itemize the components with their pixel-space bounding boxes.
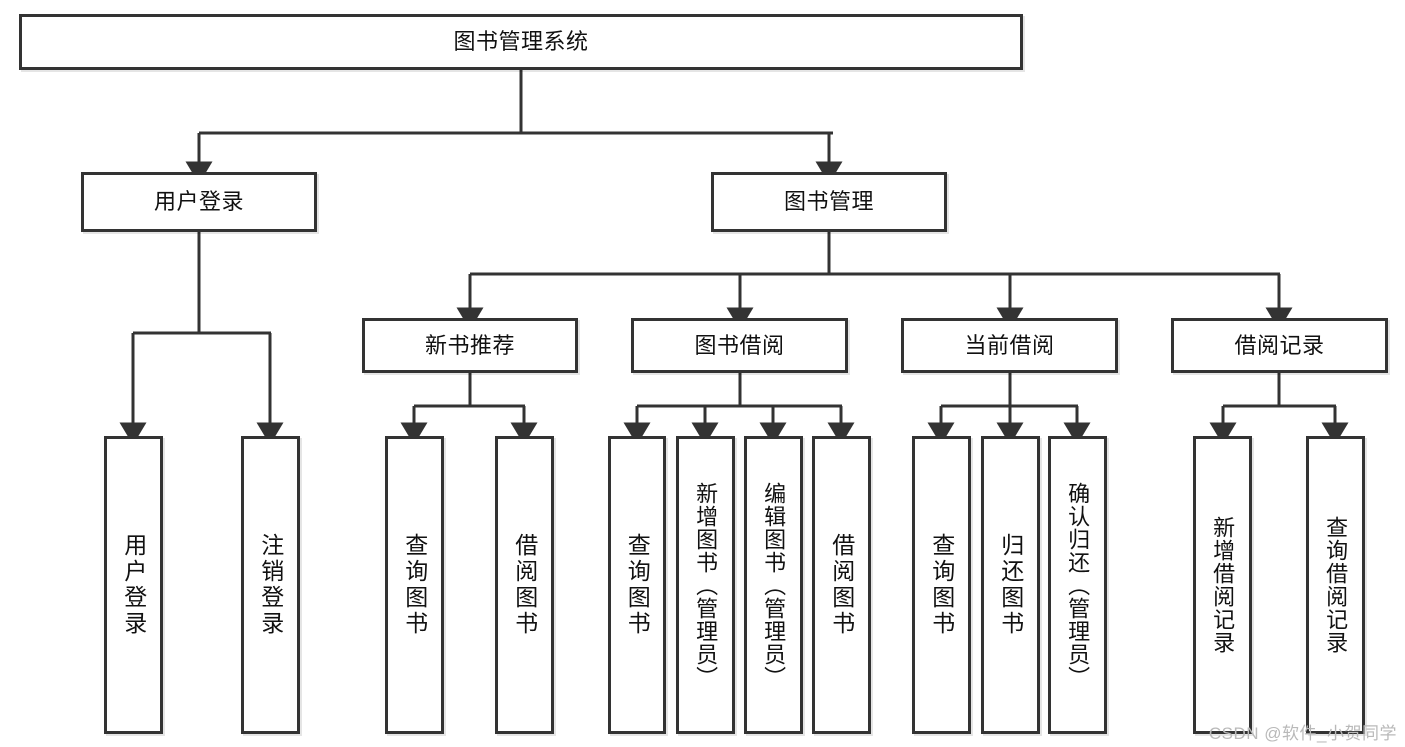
node-leaf-return-book[interactable]: 归还图书 xyxy=(981,436,1040,734)
node-leaf-query-borrow-record-label: 查询借阅记录 xyxy=(1323,516,1349,654)
node-leaf-add-borrow-record-label: 新增借阅记录 xyxy=(1210,516,1236,654)
node-leaf-return-book-label: 归还图书 xyxy=(997,533,1024,637)
node-book-borrow[interactable]: 图书借阅 xyxy=(631,318,848,373)
node-current-borrow[interactable]: 当前借阅 xyxy=(901,318,1118,373)
node-leaf-add-book-admin[interactable]: 新增图书（管理员） xyxy=(676,436,735,734)
watermark: CSDN @软件_小贺同学 xyxy=(1208,724,1397,743)
node-leaf-borrow-book-1-label: 借阅图书 xyxy=(511,533,538,637)
node-leaf-user-login[interactable]: 用户登录 xyxy=(104,436,163,734)
node-leaf-query-book-3[interactable]: 查询图书 xyxy=(912,436,971,734)
node-root[interactable]: 图书管理系统 xyxy=(19,14,1023,70)
node-book-borrow-label: 图书借阅 xyxy=(694,332,785,358)
node-leaf-logout-label: 注销登录 xyxy=(257,533,284,637)
node-leaf-query-book-2[interactable]: 查询图书 xyxy=(608,436,666,734)
node-user-login-label: 用户登录 xyxy=(153,189,244,215)
node-leaf-edit-book-admin[interactable]: 编辑图书（管理员） xyxy=(744,436,803,734)
node-current-borrow-label: 当前借阅 xyxy=(964,332,1055,358)
node-borrow-record[interactable]: 借阅记录 xyxy=(1171,318,1388,373)
node-borrow-record-label: 借阅记录 xyxy=(1234,332,1325,358)
node-root-label: 图书管理系统 xyxy=(453,29,589,55)
node-new-book-recommend[interactable]: 新书推荐 xyxy=(362,318,578,373)
node-leaf-logout[interactable]: 注销登录 xyxy=(241,436,300,734)
node-book-management[interactable]: 图书管理 xyxy=(711,172,947,232)
node-leaf-borrow-book-2-label: 借阅图书 xyxy=(828,533,855,637)
node-book-management-label: 图书管理 xyxy=(783,189,874,215)
node-leaf-user-login-label: 用户登录 xyxy=(120,533,147,637)
node-leaf-query-book-2-label: 查询图书 xyxy=(624,533,651,637)
node-leaf-query-borrow-record[interactable]: 查询借阅记录 xyxy=(1306,436,1365,734)
node-leaf-borrow-book-1[interactable]: 借阅图书 xyxy=(495,436,554,734)
node-new-book-recommend-label: 新书推荐 xyxy=(424,332,515,358)
node-leaf-confirm-return-admin[interactable]: 确认归还（管理员） xyxy=(1048,436,1107,734)
node-leaf-query-book-1[interactable]: 查询图书 xyxy=(385,436,444,734)
node-leaf-add-borrow-record[interactable]: 新增借阅记录 xyxy=(1193,436,1252,734)
node-leaf-query-book-1-label: 查询图书 xyxy=(401,533,428,637)
node-leaf-add-book-admin-label: 新增图书（管理员） xyxy=(693,481,719,689)
node-leaf-query-book-3-label: 查询图书 xyxy=(928,533,955,637)
node-leaf-edit-book-admin-label: 编辑图书（管理员） xyxy=(761,481,787,689)
node-leaf-borrow-book-2[interactable]: 借阅图书 xyxy=(812,436,871,734)
node-user-login[interactable]: 用户登录 xyxy=(81,172,317,232)
node-leaf-confirm-return-admin-label: 确认归还（管理员） xyxy=(1065,481,1091,689)
